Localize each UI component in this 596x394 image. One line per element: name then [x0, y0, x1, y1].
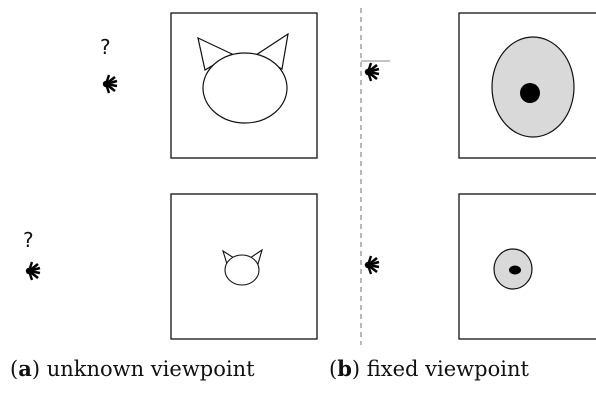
caption-b-text: fixed viewpoint	[366, 357, 529, 381]
caption-a: (a) unknown viewpoint	[10, 356, 255, 381]
object-center-dot	[520, 83, 540, 103]
object-center-dot-small	[509, 265, 521, 275]
panel-b-bottom	[363, 193, 596, 340]
caption-a-text: unknown viewpoint	[46, 357, 255, 381]
camera-icon	[363, 61, 381, 83]
question-mark-top: ?	[100, 35, 111, 59]
camera-icon	[363, 254, 381, 276]
cat-head-small	[222, 248, 263, 286]
caption-a-letter: a	[18, 356, 32, 381]
cat-head-large	[197, 32, 289, 124]
question-mark-bottom: ?	[23, 228, 34, 252]
camera-icon	[24, 260, 42, 282]
caption-b: (b) fixed viewpoint	[329, 356, 529, 381]
panel-a-bottom: ?	[23, 193, 318, 340]
panel-b-top	[363, 12, 596, 159]
caption-b-letter: b	[337, 356, 352, 381]
camera-icon	[101, 73, 119, 95]
panel-a-top: ?	[100, 12, 318, 159]
